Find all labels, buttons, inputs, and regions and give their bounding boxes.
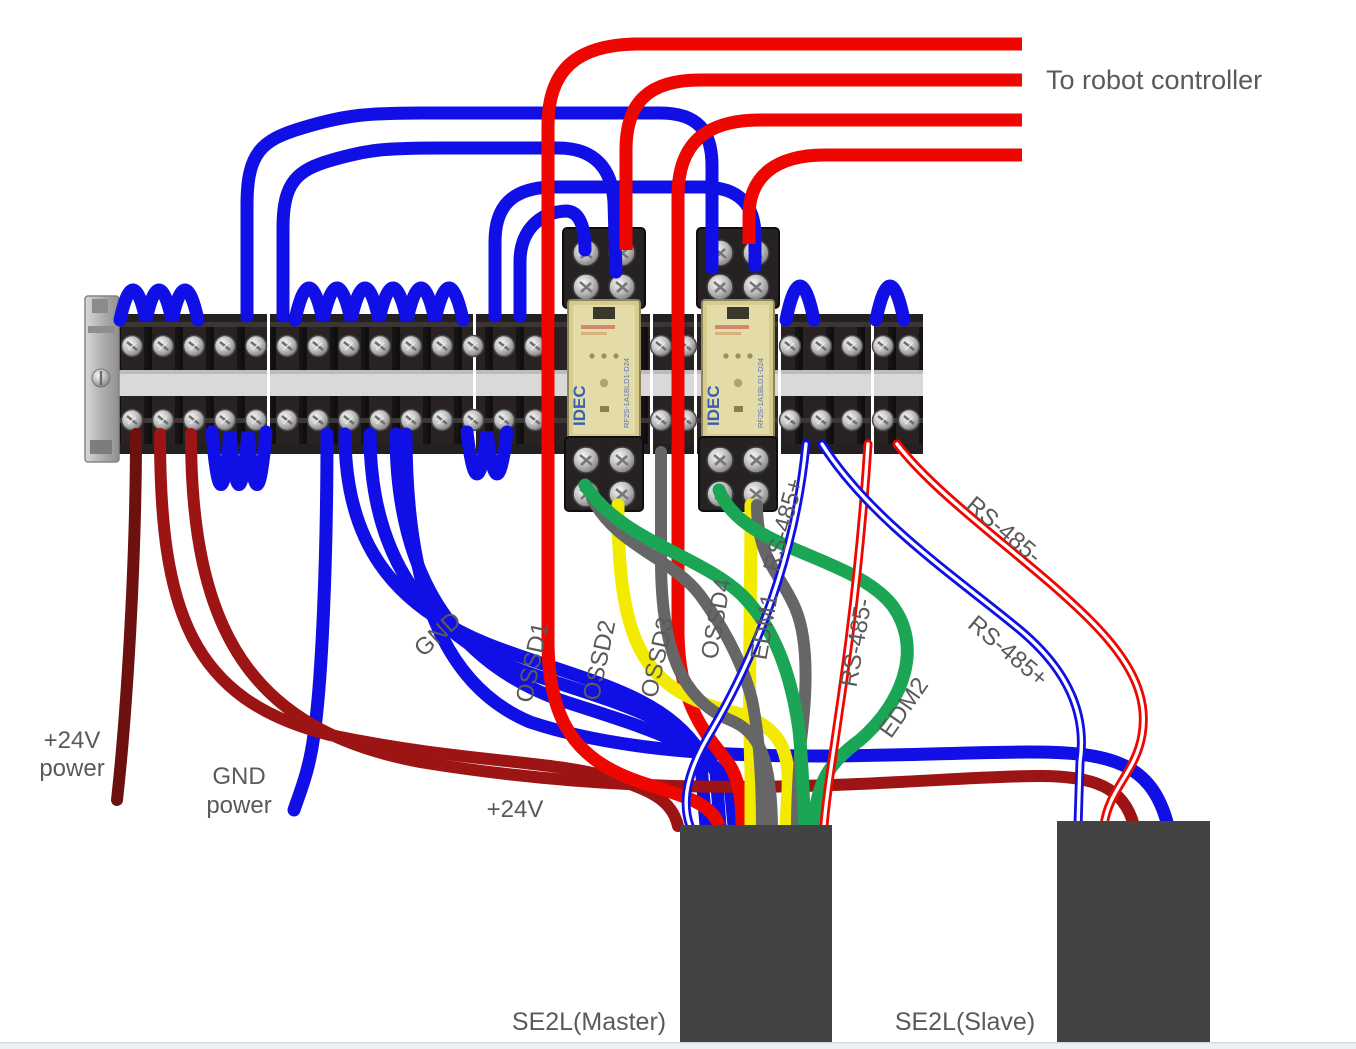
terminal-row-bottom xyxy=(117,396,923,444)
plus24v-power-label: +24V power xyxy=(39,727,104,782)
gnd-power-line2: power xyxy=(206,792,271,819)
plus24v-label: +24V xyxy=(487,796,544,823)
wire-blue-gnd-arc-2 xyxy=(363,427,727,833)
se2l-slave-box xyxy=(1057,821,1210,1043)
jumper-loops-bottom-mid xyxy=(460,425,514,481)
pair-blue-rs485-master-core xyxy=(684,442,808,828)
jumper-loops-bottom-left xyxy=(205,425,273,491)
wire-blue-gnd-arc-1 xyxy=(338,427,713,833)
window-bottom-bar xyxy=(0,1043,1356,1049)
blue-wires-top xyxy=(113,106,911,327)
plus24v-power-line2: power xyxy=(39,755,104,782)
rs485-minus-slave-label: RS-485- xyxy=(961,491,1047,569)
window-bottom-bar-line xyxy=(0,1042,1356,1044)
jumper-arch-top-right-2 xyxy=(869,279,911,327)
se2l-slave-label: SE2L(Slave) xyxy=(895,1008,1035,1036)
terminal-strip xyxy=(84,295,923,463)
wire-darkred-24v-power xyxy=(111,428,142,806)
wire-red-controller-2 xyxy=(619,73,1022,250)
terminal-row-top xyxy=(117,322,923,370)
se2l-master-label: SE2L(Master) xyxy=(512,1008,666,1036)
wire-blue-top-2 xyxy=(276,141,623,323)
wire-green-edm1 xyxy=(578,478,812,833)
gnd-power-label: GND power xyxy=(206,763,271,819)
blue-wires-lower xyxy=(205,425,1175,833)
rs485-pairs xyxy=(681,439,1148,831)
terminal-strip-band xyxy=(117,370,923,396)
jumper-arch-top-right-1 xyxy=(779,279,821,327)
wire-blue-gnd-power xyxy=(287,427,334,817)
wire-blue-top-4 xyxy=(513,204,592,323)
safety-relay-1 xyxy=(563,228,645,511)
gnd-power-line1: GND xyxy=(212,763,265,790)
jumper-arches-top-left xyxy=(113,283,205,327)
plus24v-power-line1: +24V xyxy=(44,727,101,754)
se2l-master-box xyxy=(680,825,832,1043)
pair-red-rs485-slave-core xyxy=(895,442,1146,828)
wire-red-controller-ossd1 xyxy=(541,37,1022,829)
din-rail-end-bracket xyxy=(84,295,120,463)
to-robot-controller-label: To robot controller xyxy=(1046,65,1262,95)
rs485-minus-master-label: RS-485- xyxy=(836,596,878,689)
jumper-arches-top-mid xyxy=(288,281,470,327)
wire-red-controller-4 xyxy=(742,148,1022,244)
pair-blue-rs485-slave-core xyxy=(820,442,1084,828)
wire-blue-top-1 xyxy=(240,106,719,323)
pair-red-rs485-master-core xyxy=(822,442,870,828)
terminal-strip-band-shadow xyxy=(117,370,923,374)
